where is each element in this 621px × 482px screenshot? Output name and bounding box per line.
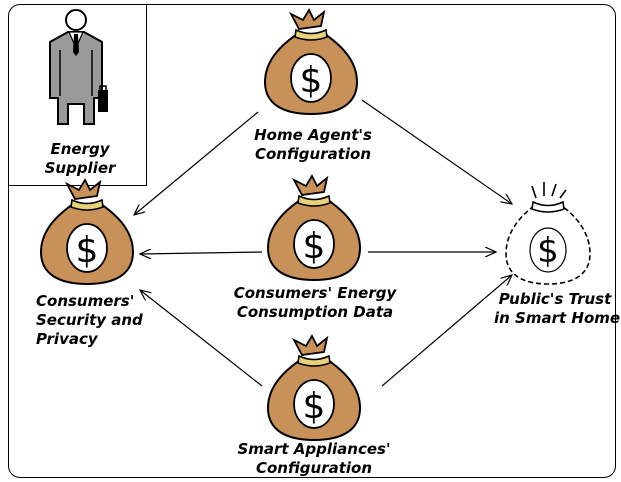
businessman-icon	[49, 9, 108, 125]
dollar-symbol: $	[303, 226, 326, 267]
dashed-money-bag-icon-public-trust	[505, 182, 591, 285]
label-home-agent-configuration: Home Agent's Configuration	[254, 126, 372, 163]
label-smart-appliances-configuration: Smart Appliances' Configuration	[237, 440, 391, 477]
dollar-symbol: $	[537, 231, 559, 271]
label-energy-consumption-data: Consumers' Energy Consumption Data	[233, 284, 397, 321]
label-consumers-security-privacy: Consumers' Security and Privacy	[36, 292, 143, 348]
dollar-symbol: $	[303, 386, 326, 427]
label-energy-supplier: Energy Supplier	[44, 140, 116, 177]
dollar-symbol: $	[76, 230, 99, 271]
arrow-data-to-security	[140, 252, 263, 254]
dollar-symbol: $	[300, 60, 323, 101]
energy-supplier-box	[8, 4, 147, 186]
diagram-frame	[8, 4, 616, 478]
arrow-appliances-to-trust	[381, 275, 512, 387]
label-public-trust: Public's Trust in Smart Home	[494, 290, 621, 327]
arrow-home-to-security	[134, 111, 259, 215]
arrow-home-to-trust	[361, 99, 512, 204]
arrow-appliances-to-security	[140, 290, 263, 387]
